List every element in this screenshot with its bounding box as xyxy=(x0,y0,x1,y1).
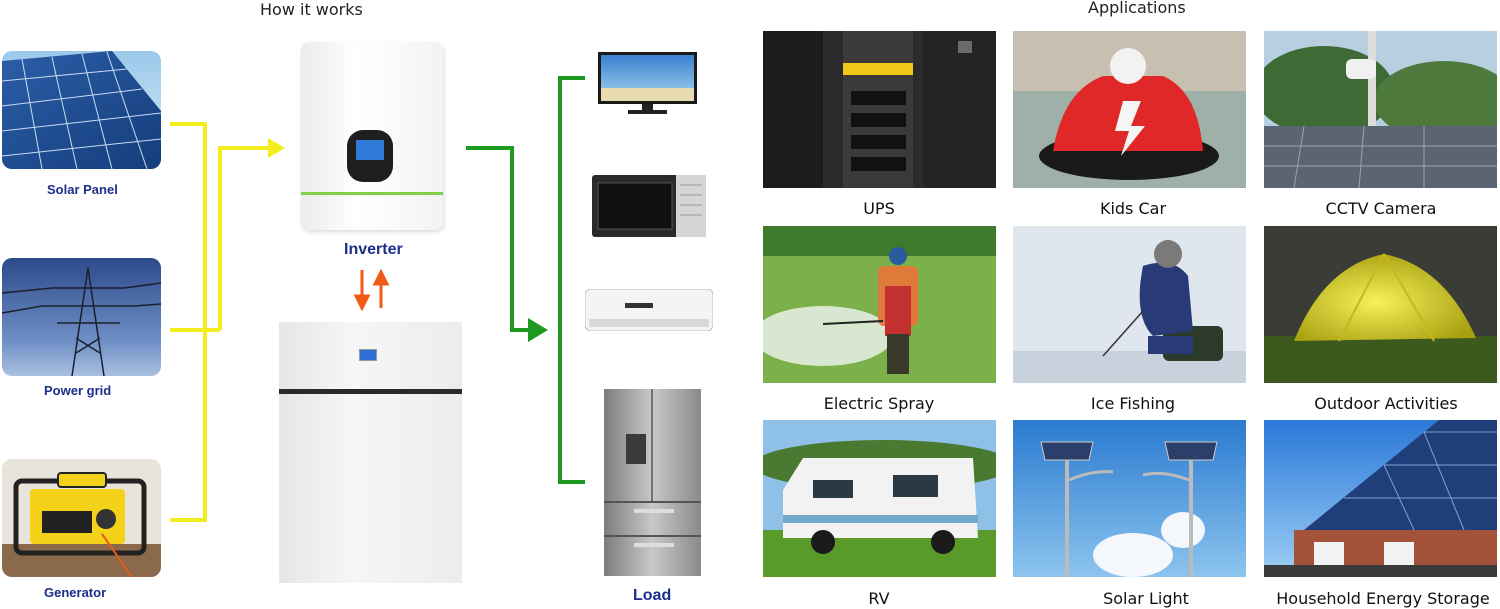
generator-icon xyxy=(2,459,161,577)
battery-cabinet xyxy=(279,322,462,583)
power-grid-tile xyxy=(2,258,161,376)
solar-light-image xyxy=(1013,420,1246,577)
electric-spray-icon xyxy=(763,226,996,383)
battery-display-icon xyxy=(359,349,377,361)
household-storage-caption: Household Energy Storage xyxy=(1276,589,1490,608)
ice-fishing-caption: Ice Fishing xyxy=(1090,394,1176,413)
rv-image xyxy=(763,420,996,577)
tv-icon xyxy=(598,52,697,114)
kids-car-image xyxy=(1013,31,1246,188)
kids-car-icon xyxy=(1013,31,1246,188)
input-arrowhead xyxy=(268,138,285,158)
electric-spray-image xyxy=(763,226,996,383)
household-storage-image xyxy=(1264,420,1497,577)
kids-car-caption: Kids Car xyxy=(1099,199,1167,218)
cctv-camera-caption: CCTV Camera xyxy=(1325,199,1437,218)
power-grid-label: Power grid xyxy=(44,383,112,398)
power-tower-icon xyxy=(2,258,161,376)
outdoor-activities-image xyxy=(1264,226,1497,383)
ups-cabinet-icon xyxy=(763,31,996,188)
generator-label: Generator xyxy=(44,585,107,600)
load-label: Load xyxy=(633,587,672,604)
solar-panel-tile xyxy=(2,51,161,169)
solar-panel-label: Solar Panel xyxy=(47,182,118,197)
outdoor-activities-caption: Outdoor Activities xyxy=(1314,394,1458,413)
cctv-camera-image xyxy=(1264,31,1497,188)
flow-diagram xyxy=(170,76,585,522)
inverter-display-icon xyxy=(347,130,393,182)
microwave-icon xyxy=(592,175,706,237)
applications-title: Applications xyxy=(1088,0,1186,17)
refrigerator-icon xyxy=(604,389,701,576)
bidirectional-arrows xyxy=(353,268,390,312)
solar-street-light-icon xyxy=(1013,420,1246,577)
ice-fishing-icon xyxy=(1013,226,1246,383)
how-it-works-title: How it works xyxy=(260,0,363,19)
house-solar-roof-icon xyxy=(1264,420,1497,577)
battery-divider xyxy=(279,389,462,394)
ups-image xyxy=(763,31,996,188)
generator-tile xyxy=(2,459,161,577)
air-conditioner-icon xyxy=(585,289,713,331)
inverter-device xyxy=(301,42,443,230)
solar-panel-icon xyxy=(2,51,161,169)
rv-caption: RV xyxy=(868,589,890,608)
tent-icon xyxy=(1264,226,1497,383)
input-lines xyxy=(170,122,268,522)
output-lines xyxy=(466,76,585,484)
electric-spray-caption: Electric Spray xyxy=(823,394,935,413)
rv-icon xyxy=(763,420,996,577)
ups-caption: UPS xyxy=(863,199,895,218)
ice-fishing-image xyxy=(1013,226,1246,383)
inverter-label: Inverter xyxy=(344,241,403,258)
output-arrowhead xyxy=(528,318,548,342)
inverter-led-strip xyxy=(301,192,443,195)
cctv-camera-icon xyxy=(1264,31,1497,188)
solar-light-caption: Solar Light xyxy=(1103,589,1189,608)
